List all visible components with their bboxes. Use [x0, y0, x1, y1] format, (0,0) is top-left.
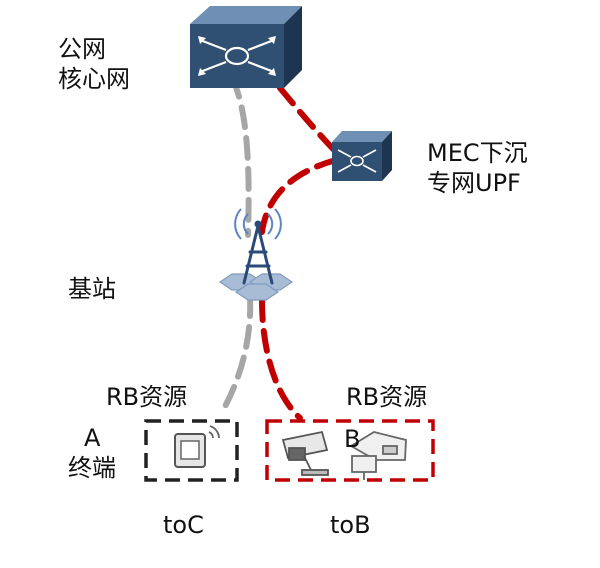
tob-terminal-box [265, 419, 435, 482]
core-router-icon [190, 6, 302, 88]
toc-label: toC [163, 511, 204, 539]
terminal-a-label-line1: A [84, 424, 101, 452]
robot-device-icon [349, 431, 407, 480]
core-to-mec-line [277, 85, 339, 155]
mec-to-base-station-line [259, 157, 339, 235]
mec-upf-label: MEC下沉 专网UPF [427, 138, 528, 198]
rb-resource-label-tob: RB资源 [346, 383, 428, 411]
private-network-path [259, 85, 339, 421]
base-station-to-terminal-a-line [219, 293, 254, 415]
core-network-label-line1: 公网 [58, 35, 106, 63]
terminal-a-label-line2: 终端 [68, 454, 116, 482]
rb-resource-label-toc: RB资源 [106, 383, 188, 411]
phone-terminal-icon [174, 425, 220, 468]
core-network-label: 公网 核心网 [58, 34, 130, 94]
core-to-base-station-line [229, 75, 252, 238]
camera-icon [281, 430, 329, 476]
core-network-label-line2: 核心网 [58, 65, 130, 93]
mec-upf-label-line1: MEC下沉 [427, 139, 528, 167]
tob-label: toB [330, 511, 371, 539]
toc-terminal-box [144, 419, 239, 482]
mec-upf-label-line2: 专网UPF [427, 169, 521, 197]
base-station-label: 基站 [68, 275, 116, 303]
terminal-a-label: A 终端 [68, 423, 116, 483]
public-network-path [219, 75, 254, 415]
base-station-to-terminal-b-line [259, 297, 303, 421]
mec-upf-router-icon [332, 131, 392, 181]
base-station-tower-icon [218, 208, 294, 301]
terminal-b-label: B [344, 425, 361, 453]
